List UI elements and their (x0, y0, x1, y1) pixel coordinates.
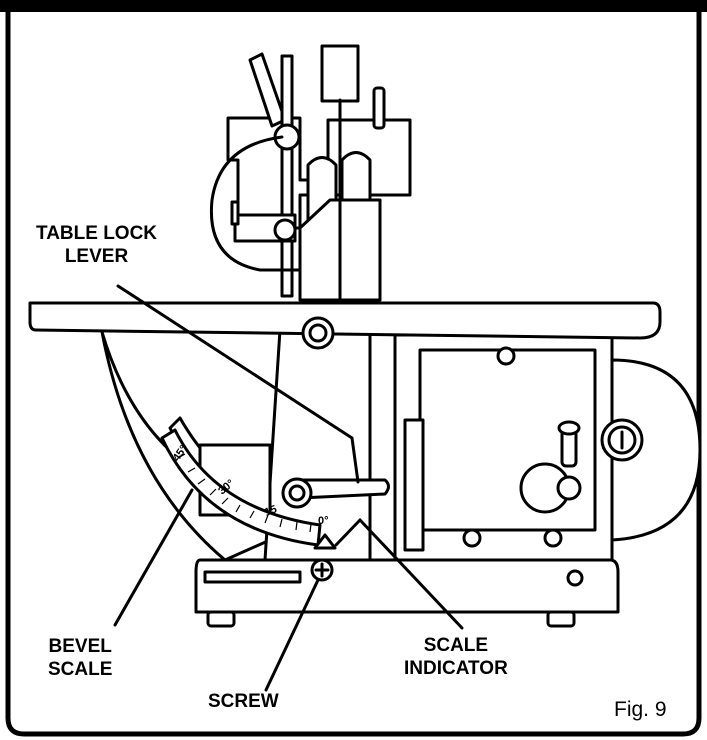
callout-line-1: SCALE (423, 635, 489, 656)
leader-screw (264, 578, 320, 692)
figure-number: Fig. 9 (614, 698, 667, 721)
base-foot-right (546, 610, 576, 628)
scale-indicator-icon (313, 533, 337, 550)
blade-clamp (320, 44, 360, 103)
scale-ticks (177, 453, 312, 533)
leader-table-lock-lever (116, 284, 360, 484)
hold-down-lever (248, 52, 287, 128)
callout-line-1: SCREW (208, 691, 279, 712)
callout-table-lock-lever: TABLE LOCK LEVER (36, 222, 157, 268)
cover-screw-br-icon (543, 528, 563, 548)
table-lock-lever (298, 478, 390, 500)
motor-side-panel (403, 418, 425, 552)
figure-frame (5, 0, 702, 737)
scale-mark-15: 15 (263, 503, 279, 518)
tension-wheel-icon (372, 86, 386, 130)
scale-mark-0: 0° (318, 515, 329, 527)
saw-table (28, 301, 662, 340)
cover-screw-bl-icon (462, 528, 482, 548)
callout-screw: SCREW (208, 690, 279, 713)
base-hole-icon (566, 569, 584, 587)
motor-end-cap (610, 358, 702, 542)
callout-bevel-scale: BEVEL SCALE (48, 635, 112, 681)
upper-arm (226, 116, 412, 230)
base-foot-left (206, 610, 236, 628)
callout-line-1: TABLE LOCK (36, 223, 158, 244)
cover-screw-top-icon (496, 346, 516, 366)
callout-scale-indicator: SCALE INDICATOR (404, 634, 508, 680)
callout-line-2: INDICATOR (404, 658, 508, 679)
callout-line-1: BEVEL (48, 636, 112, 657)
leader-scale-indicator (334, 517, 464, 630)
frame-top-bar (0, 0, 707, 12)
callout-line-2: LEVER (64, 246, 129, 267)
callout-line-2: SCALE (48, 659, 113, 680)
hold-down-rod (280, 54, 294, 298)
base-slot (203, 570, 302, 584)
leader-bevel-scale (113, 488, 194, 627)
air-hose (209, 135, 302, 272)
